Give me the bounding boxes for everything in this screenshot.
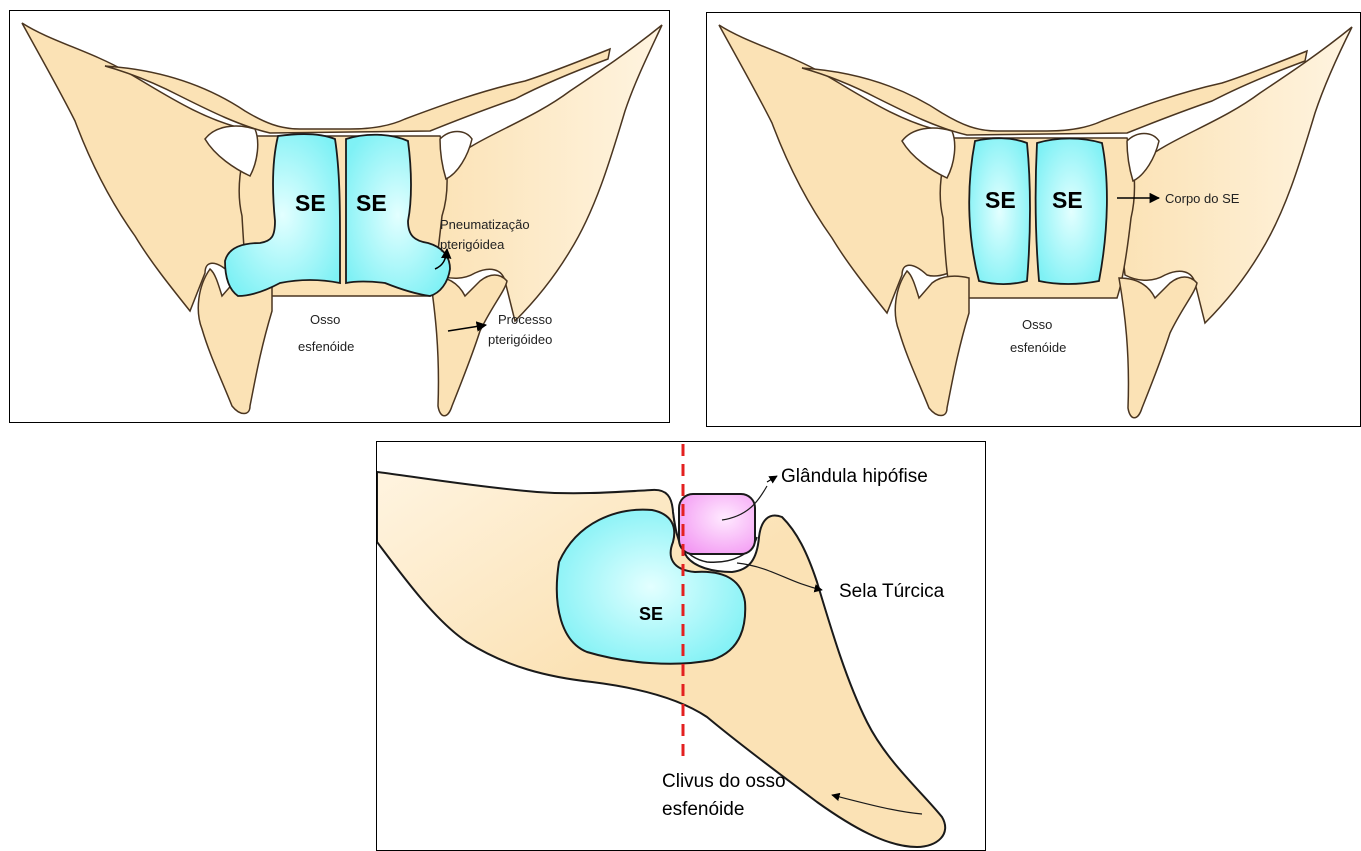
- clivus-label-line2: esfenóide: [662, 799, 744, 820]
- clivus-label-line1: Clivus do osso: [662, 771, 786, 792]
- sinus-left-label: SE: [295, 190, 326, 216]
- body-label: Corpo do SE: [1165, 191, 1240, 206]
- bone-label-line1: Osso: [310, 312, 340, 327]
- pterygoid-process-label-line2: pterigóideo: [488, 332, 552, 347]
- left-pterygoid-process: [895, 271, 969, 416]
- panel-sphenoid-body: SE SE Corpo do SE Osso esfenóide: [706, 12, 1361, 427]
- pituitary-arrow: [767, 476, 777, 482]
- bone-label-line1: Osso: [1022, 317, 1052, 332]
- sphenoid-sagittal-view: SE Glândula hipófise Sela Túrcica Clivus…: [377, 442, 986, 851]
- bone-label-line2: esfenóide: [298, 339, 354, 354]
- sinus-left-label: SE: [985, 187, 1016, 213]
- pterygoid-process-label-line1: Processo: [498, 312, 552, 327]
- pituitary-gland: [679, 494, 755, 554]
- right-greater-wing: [428, 25, 662, 321]
- pneumatization-label-line2: pterigóidea: [440, 237, 505, 252]
- sinus-right-label: SE: [1052, 187, 1083, 213]
- pneumatization-label-line1: Pneumatização: [440, 217, 530, 232]
- pituitary-label: Glândula hipófise: [781, 466, 928, 487]
- sinus-right-label: SE: [356, 190, 387, 216]
- sphenoid-front-view-b: SE SE Corpo do SE Osso esfenóide: [707, 13, 1361, 427]
- panel-pterygoid-pneumatization: SE SE Pneumatização pterigóidea Osso esf…: [9, 10, 670, 423]
- bone-label-line2: esfenóide: [1010, 340, 1066, 355]
- sinus-label: SE: [639, 604, 663, 624]
- right-greater-wing: [1118, 27, 1352, 323]
- right-pterygoid-process: [1119, 277, 1197, 418]
- panel-sagittal-view: SE Glândula hipófise Sela Túrcica Clivus…: [376, 441, 986, 851]
- sella-label: Sela Túrcica: [839, 581, 945, 602]
- sphenoid-front-view-a: SE SE Pneumatização pterigóidea Osso esf…: [10, 11, 670, 423]
